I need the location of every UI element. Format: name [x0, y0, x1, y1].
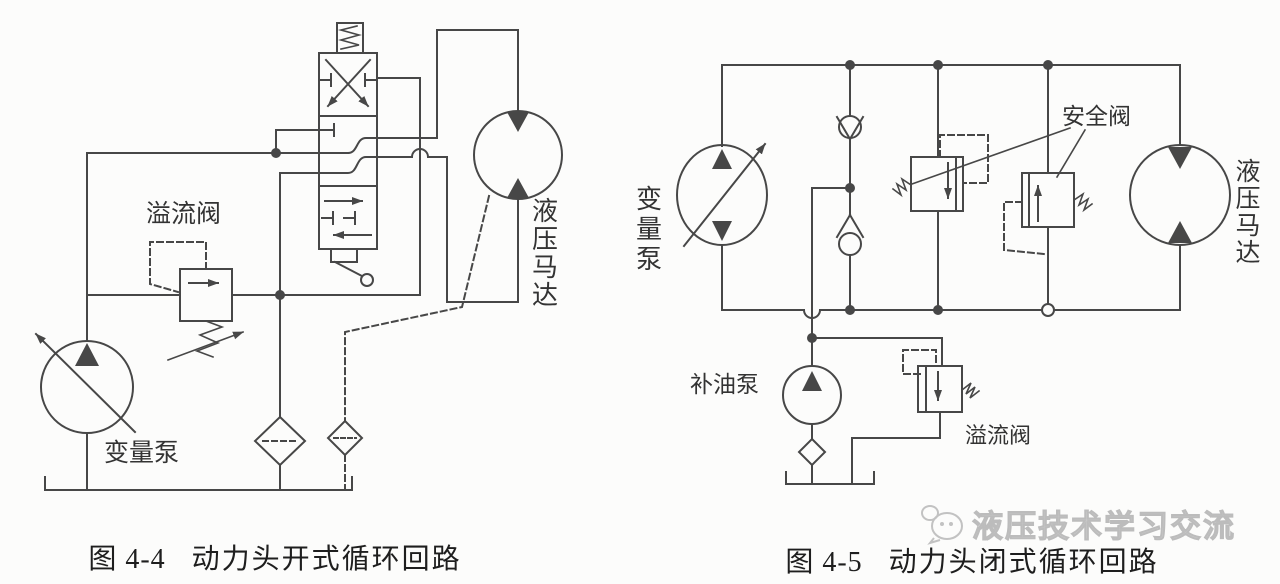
pilot-dashed-line — [1003, 201, 1046, 256]
filter-symbol — [253, 294, 307, 491]
svg-text:马: 马 — [532, 253, 558, 282]
motor-return-line — [427, 156, 519, 303]
spring-icon — [1072, 191, 1094, 213]
watermark: 液压技术学习交流 — [918, 500, 1236, 546]
label-leader-line — [1055, 128, 1087, 179]
figure-number: 图 4-5 — [785, 547, 863, 578]
tank-symbol — [785, 471, 875, 485]
pump-pressure-line — [86, 152, 349, 342]
motor-supply-line — [376, 29, 519, 139]
svg-text:泵: 泵 — [636, 245, 662, 274]
suction-filter-symbol — [797, 437, 827, 485]
svg-text:液: 液 — [532, 197, 558, 226]
charge-pump-symbol — [782, 337, 842, 440]
relief-valve-symbol — [851, 337, 981, 485]
directional-valve-symbol — [318, 22, 378, 287]
svg-text:压: 压 — [1235, 186, 1260, 213]
svg-text:马: 马 — [1235, 213, 1260, 240]
svg-text:变: 变 — [636, 185, 662, 214]
figure-title: 动力头闭式循环回路 — [888, 547, 1159, 578]
pump-label: 变量泵 — [104, 439, 179, 467]
spring-icon — [891, 176, 913, 198]
check-valve-symbol — [835, 213, 865, 256]
pilot-dashed-line — [939, 134, 989, 184]
valve-lever-icon — [330, 248, 374, 287]
safety-valve-symbol — [891, 64, 989, 311]
valve-return-line — [279, 172, 320, 296]
figure-4-5-closed-circuit — [676, 60, 1231, 485]
hydraulic-motor-symbol — [1129, 64, 1231, 311]
charge-line — [811, 187, 851, 339]
valve-port-line — [275, 129, 320, 154]
figure-4-4-open-circuit — [34, 22, 563, 491]
relief-pilot-dashed-line — [149, 241, 207, 294]
charge-pump-circuit — [782, 333, 981, 485]
svg-text:液: 液 — [1235, 158, 1260, 186]
tank-symbol — [44, 476, 353, 491]
junction-dot — [271, 148, 281, 158]
watermark-mascot-icon — [921, 505, 963, 545]
figure-number: 图 4-4 — [88, 544, 166, 575]
valve-spring-icon — [336, 22, 364, 54]
safety-valve-symbol — [1003, 64, 1094, 305]
variable-pump-symbol — [34, 332, 137, 491]
safety-valve-label: 安全阀 — [1062, 104, 1131, 129]
figure-4-5-caption: 图 4-5 动力头闭式循环回路 — [757, 540, 1187, 580]
svg-text:达: 达 — [1235, 239, 1260, 267]
label-leader-line — [910, 126, 1072, 186]
check-valve-symbol — [835, 115, 865, 141]
charge-pump-label: 补油泵 — [690, 372, 759, 397]
relief-valve-label: 溢流阀 — [965, 423, 1031, 448]
line-hop — [410, 148, 430, 159]
motor-label-vertical: 液 压 马 达 — [532, 197, 558, 310]
hydraulic-motor-symbol — [473, 110, 563, 200]
pump-label-vertical: 变 量 泵 — [636, 185, 662, 274]
variable-pump-symbol — [676, 64, 768, 311]
check-valve-branch — [811, 64, 865, 339]
pilot-dashed-line — [902, 349, 937, 375]
svg-text:量: 量 — [636, 215, 662, 244]
svg-text:压: 压 — [532, 225, 558, 254]
tank-riser-line — [376, 77, 421, 296]
watermark-text: 液压技术学习交流 — [972, 508, 1236, 544]
figure-title: 动力头开式循环回路 — [191, 544, 462, 575]
svg-text:达: 达 — [532, 281, 558, 310]
motor-label-vertical: 液 压 马 达 — [1235, 158, 1260, 267]
relief-valve-symbol — [86, 241, 421, 362]
figure-4-4-caption: 图 4-4 动力头开式循环回路 — [60, 537, 490, 577]
relief-spring-icon — [194, 319, 225, 359]
drain-filter-symbol — [326, 194, 491, 491]
open-junction-circle — [1041, 303, 1055, 317]
spring-icon — [960, 382, 981, 399]
relief-valve-label: 溢流阀 — [146, 200, 221, 228]
